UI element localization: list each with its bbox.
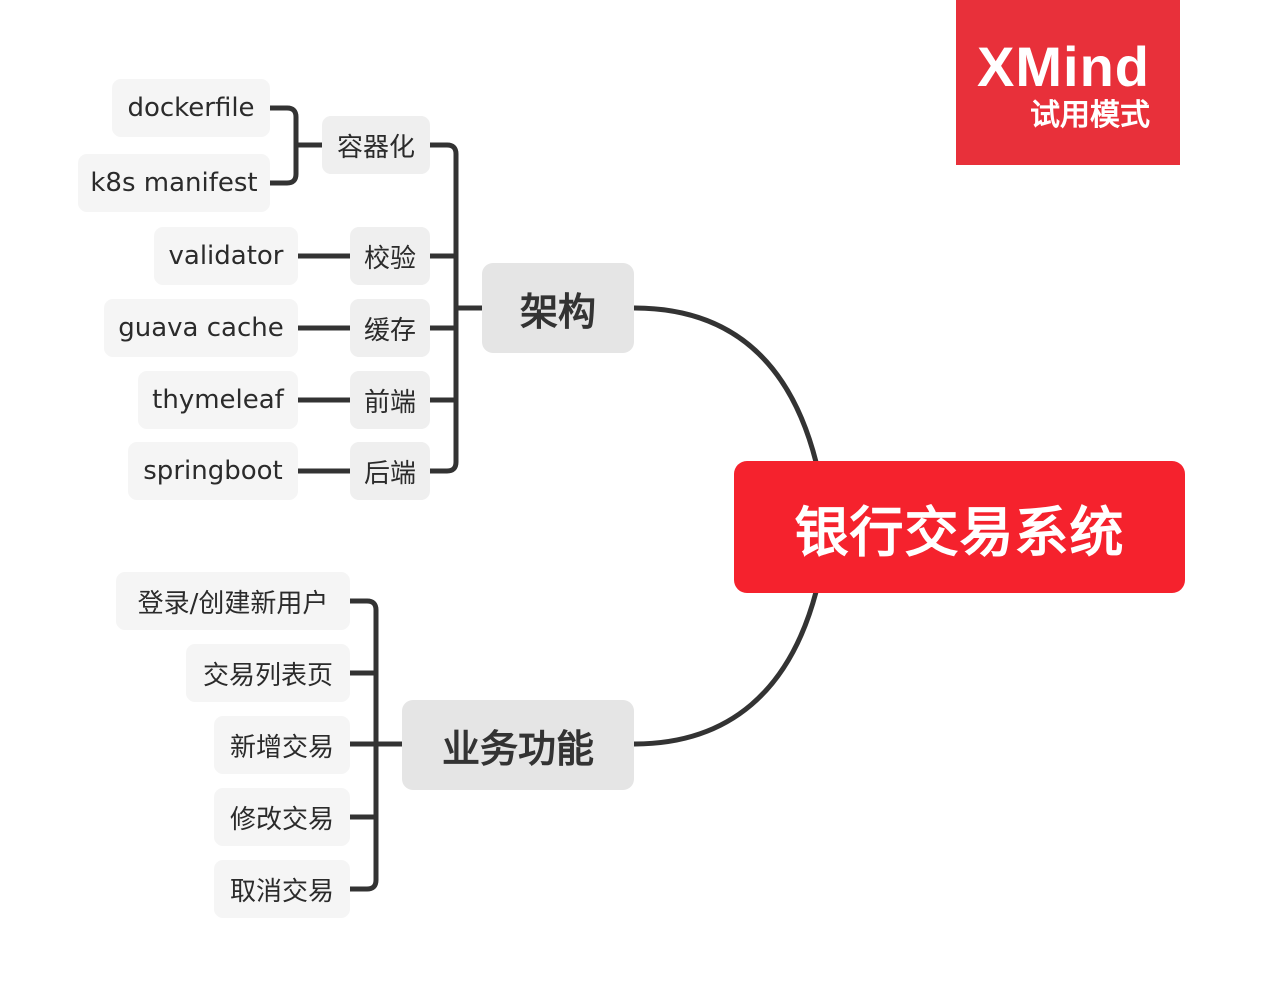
node-guava-cache[interactable]: guava cache bbox=[104, 299, 298, 357]
link-root-business bbox=[631, 589, 819, 747]
node-springboot[interactable]: springboot bbox=[128, 442, 298, 500]
node-dockerfile[interactable]: dockerfile bbox=[112, 79, 270, 137]
node-transaction-list[interactable]: 交易列表页 bbox=[186, 644, 350, 702]
bracket-business bbox=[347, 598, 405, 892]
node-frontend[interactable]: 前端 bbox=[350, 371, 430, 429]
node-containerization[interactable]: 容器化 bbox=[322, 116, 430, 174]
node-validation[interactable]: 校验 bbox=[350, 227, 430, 285]
node-edit-transaction[interactable]: 修改交易 bbox=[214, 788, 350, 846]
node-backend[interactable]: 后端 bbox=[350, 442, 430, 500]
node-cache[interactable]: 缓存 bbox=[350, 299, 430, 357]
trial-mode-label: 试用模式 bbox=[1030, 98, 1150, 133]
bracket-container bbox=[267, 105, 325, 186]
bracket-architecture bbox=[427, 142, 485, 474]
node-k8s-manifest[interactable]: k8s manifest bbox=[78, 154, 270, 212]
link-root-architecture bbox=[631, 305, 819, 465]
xmind-trial-badge: XMind 试用模式 bbox=[956, 0, 1180, 165]
node-validator[interactable]: validator bbox=[154, 227, 298, 285]
xmind-logo-text: XMind bbox=[977, 35, 1150, 98]
node-add-transaction[interactable]: 新增交易 bbox=[214, 716, 350, 774]
node-thymeleaf[interactable]: thymeleaf bbox=[138, 371, 298, 429]
node-architecture[interactable]: 架构 bbox=[482, 263, 634, 353]
node-business-functions[interactable]: 业务功能 bbox=[402, 700, 634, 790]
node-cancel-transaction[interactable]: 取消交易 bbox=[214, 860, 350, 918]
node-login-create-user[interactable]: 登录/创建新用户 bbox=[116, 572, 350, 630]
root-topic[interactable]: 银行交易系统 bbox=[734, 461, 1185, 593]
